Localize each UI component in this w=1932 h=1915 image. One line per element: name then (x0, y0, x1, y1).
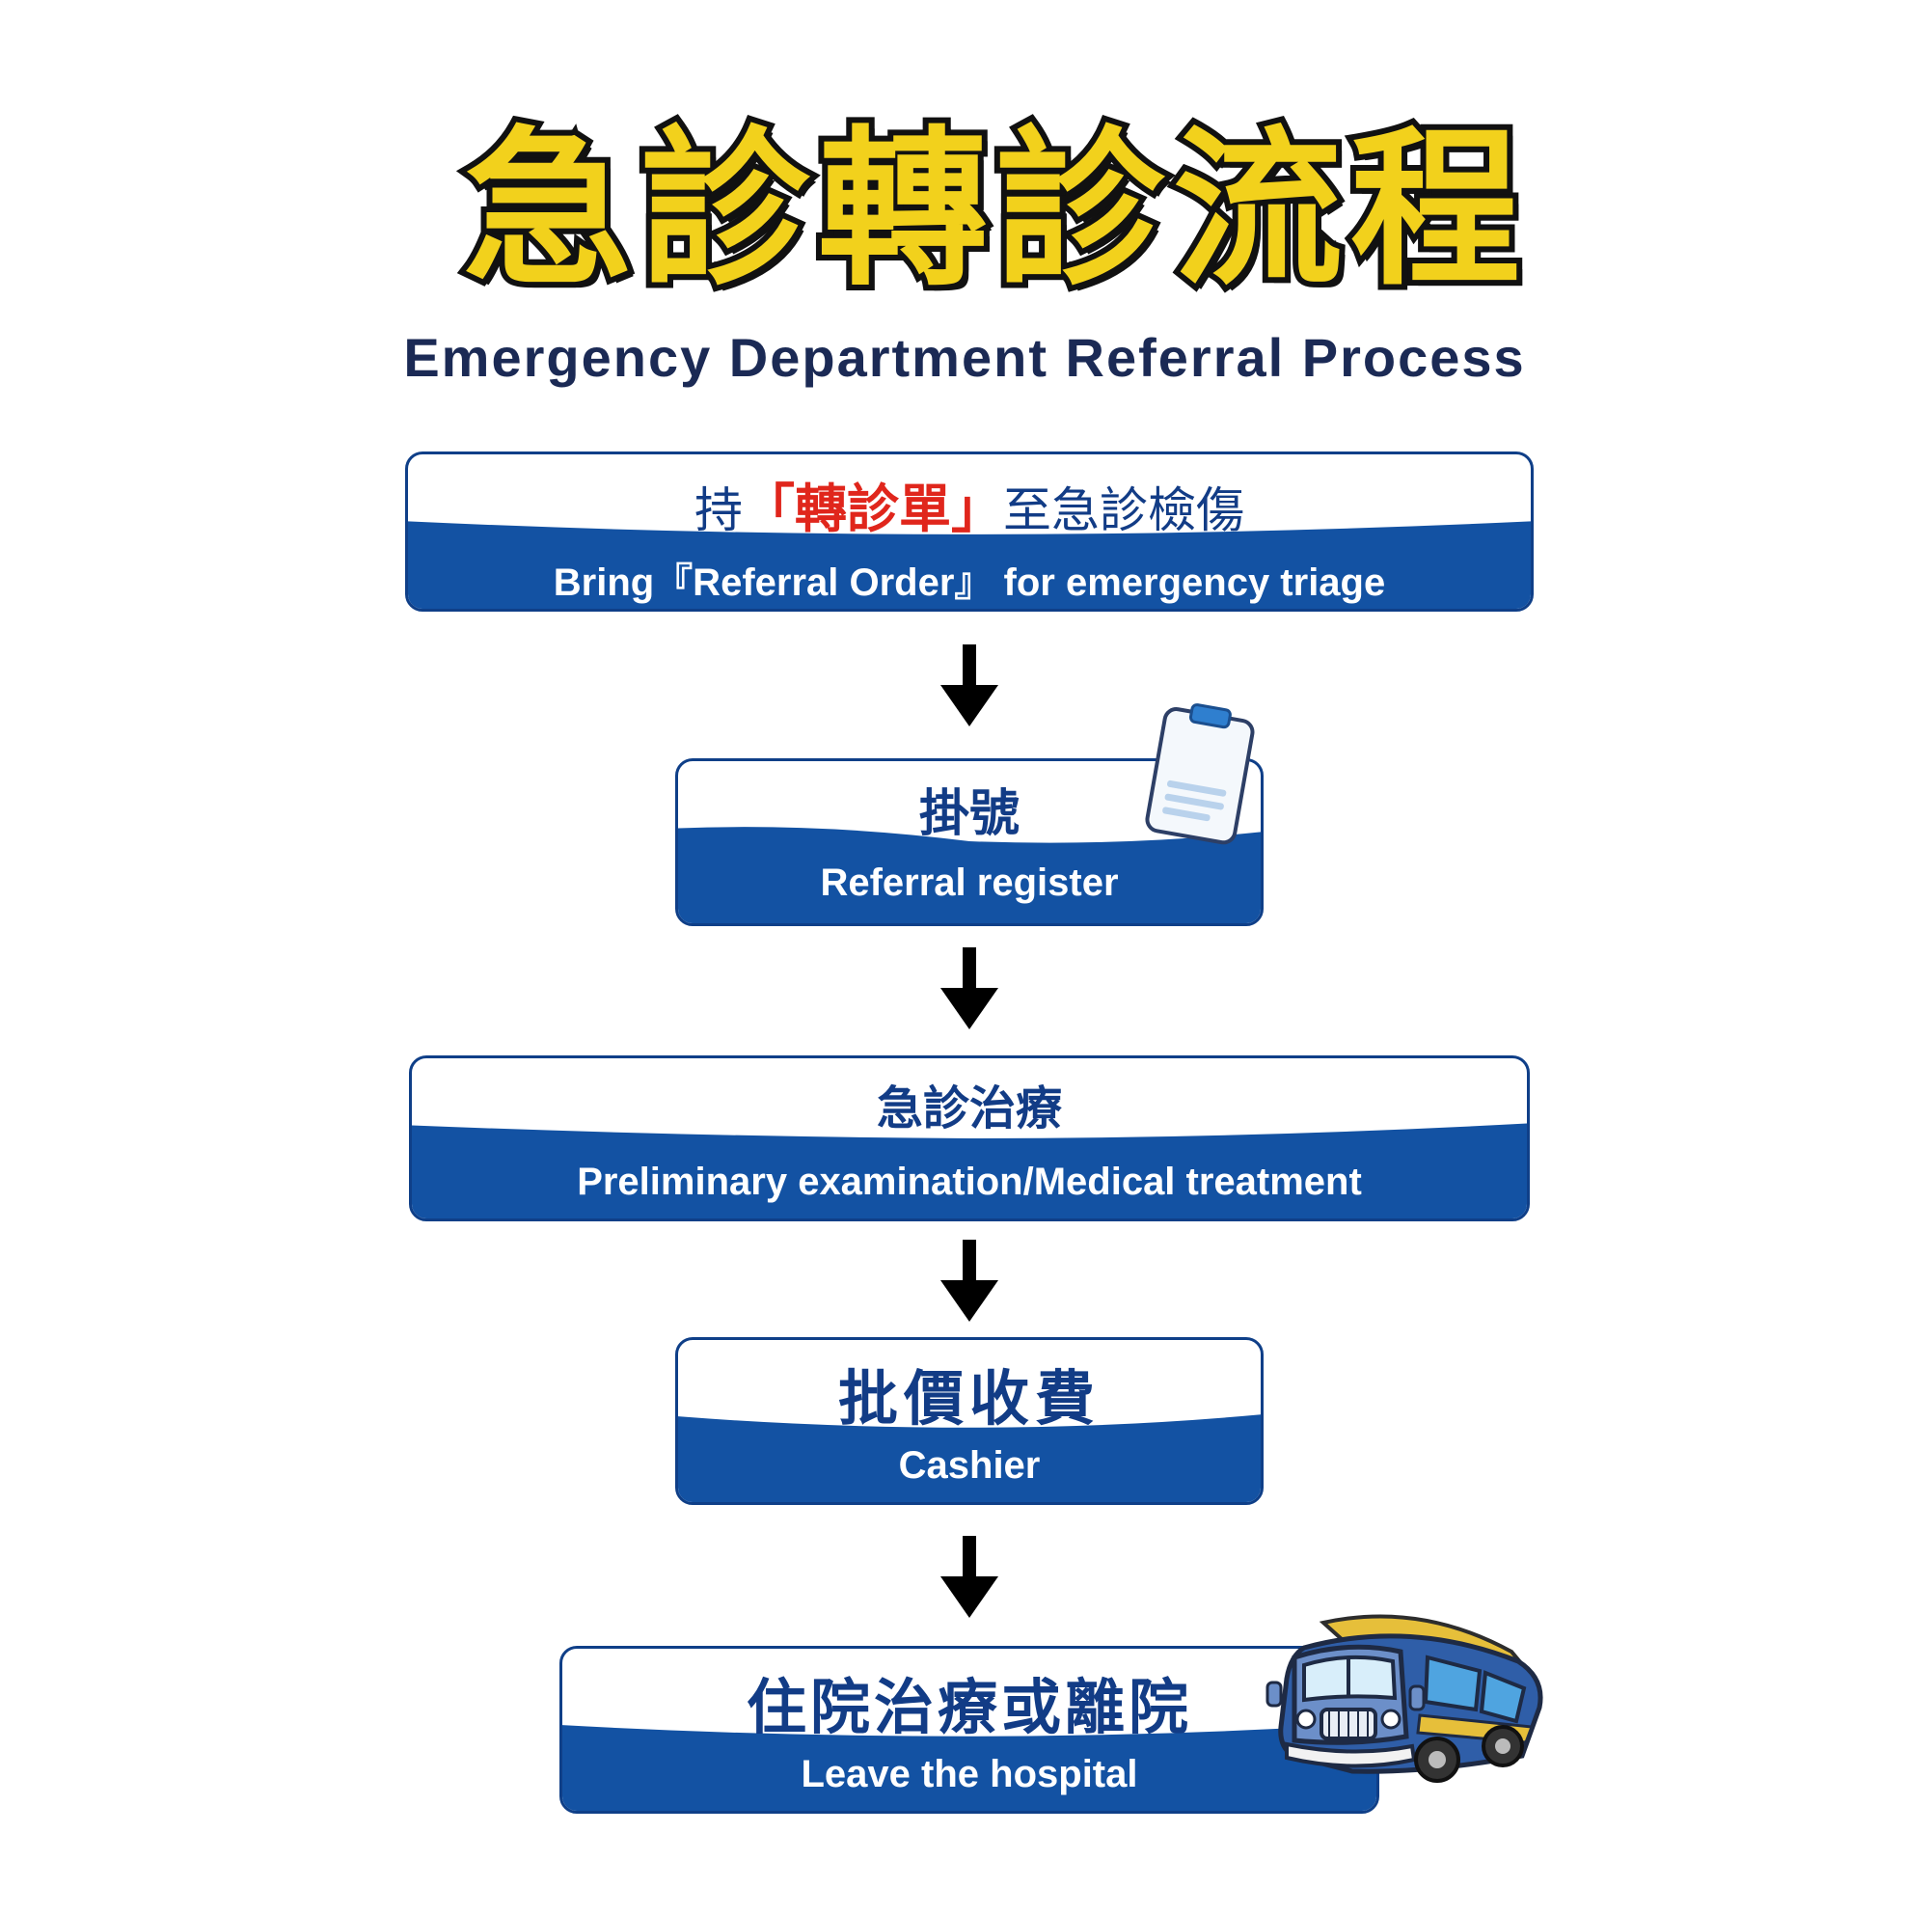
down-arrow-icon (940, 947, 998, 1029)
step-triage-cn-prefix: 持 (694, 482, 743, 538)
step-cashier-en: Cashier (898, 1444, 1041, 1487)
step-treatment-en: Preliminary examination/Medical treatmen… (577, 1161, 1362, 1203)
clipboard-icon (1145, 703, 1255, 845)
title-english: Emergency Department Referral Process (403, 327, 1526, 388)
down-arrow-icon (940, 644, 998, 726)
step-cashier-cn: 批價收費 (837, 1363, 1101, 1434)
step-discharge: 住院治療或離院 Leave the hospital (559, 1646, 1379, 1814)
step-blue-band (562, 1723, 1376, 1811)
bus-icon (1265, 1614, 1543, 1783)
step-blue-band (678, 827, 1261, 923)
title-chinese: 急診轉診流程 (457, 108, 1529, 313)
referral-order-highlight: 「轉診單」 (743, 479, 1003, 539)
step-register: 掛號 Referral register (675, 758, 1264, 926)
step-blue-band (678, 1414, 1261, 1502)
step-triage-cn: 持「轉診單」至急診檢傷 (408, 466, 1531, 542)
step-treatment-cn: 急診治療 (876, 1081, 1062, 1135)
step-triage: 持「轉診單」至急診檢傷 Bring『Referral Order』 for em… (405, 451, 1534, 612)
step-treatment: 急診治療 Preliminary examination/Medical tre… (409, 1055, 1530, 1221)
step-discharge-cn: 住院治療或離院 (746, 1672, 1192, 1742)
step-register-en: Referral register (820, 862, 1119, 904)
step-discharge-en: Leave the hospital (801, 1753, 1138, 1795)
step-cashier: 批價收費 Cashier (675, 1337, 1264, 1505)
step-triage-en: Bring『Referral Order』 for emergency tria… (553, 561, 1386, 604)
step-blue-band (412, 1123, 1527, 1218)
down-arrow-icon (940, 1240, 998, 1322)
step-register-cn: 掛號 (918, 785, 1020, 843)
step-triage-cn-suffix: 至急診檢傷 (1003, 482, 1244, 538)
down-arrow-icon (940, 1536, 998, 1618)
step-blue-band (408, 521, 1531, 609)
